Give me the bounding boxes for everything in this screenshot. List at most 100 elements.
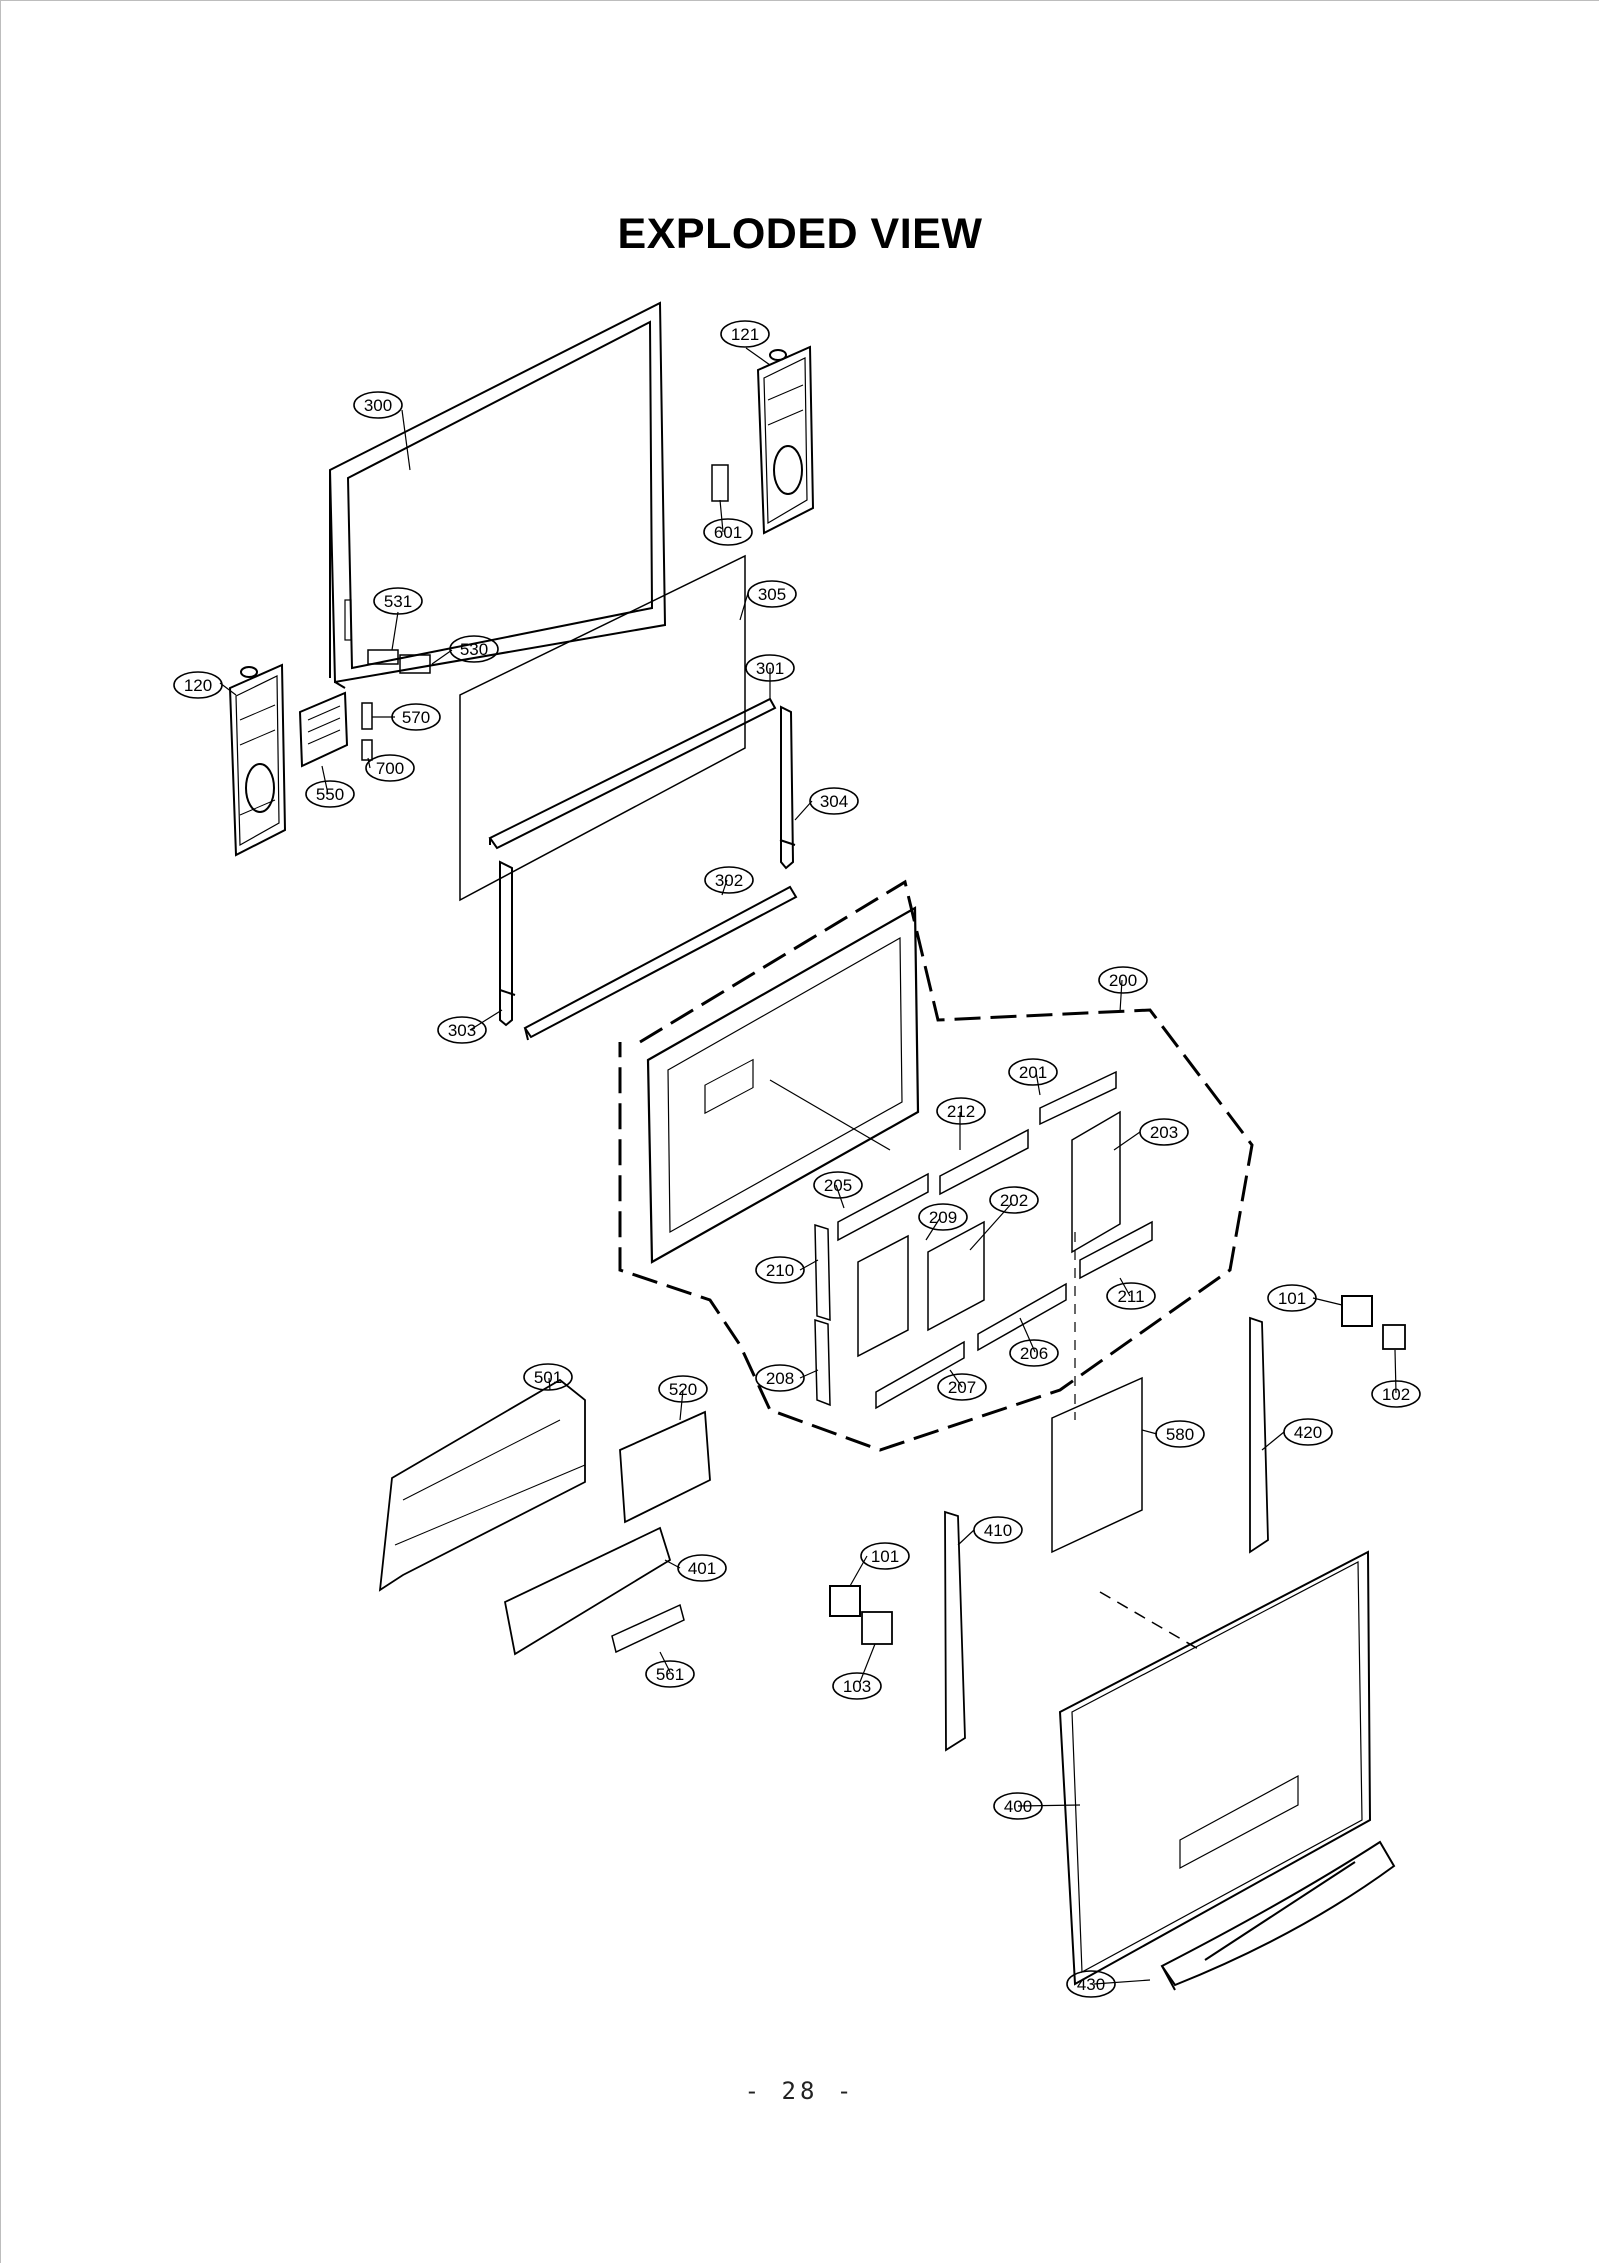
svg-text:430: 430 bbox=[1077, 1975, 1105, 1994]
callout-400: 400 bbox=[993, 1792, 1043, 1820]
callout-520: 520 bbox=[658, 1375, 708, 1403]
svg-text:101: 101 bbox=[871, 1547, 899, 1566]
part-430-stand bbox=[1160, 1840, 1396, 1991]
svg-text:305: 305 bbox=[758, 585, 786, 604]
callout-201: 201 bbox=[1008, 1058, 1058, 1086]
svg-text:561: 561 bbox=[656, 1665, 684, 1684]
part-303-left-holder bbox=[499, 860, 516, 1027]
svg-text:304: 304 bbox=[820, 792, 848, 811]
callout-430: 430 bbox=[1066, 1970, 1116, 1998]
svg-text:206: 206 bbox=[1020, 1344, 1048, 1363]
callout-570: 570 bbox=[391, 703, 441, 731]
svg-text:550: 550 bbox=[316, 785, 344, 804]
part-200-boards bbox=[814, 1070, 1153, 1410]
part-401-bracket bbox=[503, 1526, 672, 1656]
part-304-right-holder bbox=[779, 705, 796, 870]
part-302-bottom-holder bbox=[523, 885, 798, 1041]
callout-205: 205 bbox=[813, 1171, 863, 1199]
callout-200: 200 bbox=[1098, 966, 1148, 994]
svg-text:400: 400 bbox=[1004, 1797, 1032, 1816]
callout-203: 203 bbox=[1139, 1118, 1189, 1146]
svg-text:401: 401 bbox=[688, 1559, 716, 1578]
svg-text:120: 120 bbox=[184, 676, 212, 695]
callout-120: 120 bbox=[173, 671, 223, 699]
part-101-fan-top bbox=[1341, 1295, 1406, 1350]
svg-text:201: 201 bbox=[1019, 1063, 1047, 1082]
svg-text:303: 303 bbox=[448, 1021, 476, 1040]
part-520-board bbox=[619, 1410, 711, 1524]
part-410-bracket bbox=[944, 1510, 966, 1752]
callout-550: 550 bbox=[305, 780, 355, 808]
svg-text:300: 300 bbox=[364, 396, 392, 415]
callout-304: 304 bbox=[809, 787, 859, 815]
part-120-left-speaker bbox=[228, 663, 287, 857]
page-number: - 28 - bbox=[744, 2077, 856, 2105]
part-400-back-cover bbox=[1058, 1550, 1372, 1986]
svg-text:208: 208 bbox=[766, 1369, 794, 1388]
callout-303: 303 bbox=[437, 1016, 487, 1044]
svg-text:101: 101 bbox=[1278, 1289, 1306, 1308]
svg-text:205: 205 bbox=[824, 1176, 852, 1195]
svg-text:570: 570 bbox=[402, 708, 430, 727]
callout-561: 561 bbox=[645, 1660, 695, 1688]
svg-text:530: 530 bbox=[460, 640, 488, 659]
svg-text:501: 501 bbox=[534, 1368, 562, 1387]
svg-text:601: 601 bbox=[714, 523, 742, 542]
callout-580: 580 bbox=[1155, 1420, 1205, 1448]
svg-text:121: 121 bbox=[731, 325, 759, 344]
part-small-brackets bbox=[361, 464, 729, 761]
part-561-board bbox=[611, 1603, 685, 1654]
callout-208: 208 bbox=[755, 1364, 805, 1392]
callout-101-top: 101 bbox=[1267, 1284, 1317, 1312]
callout-101-bottom: 101 bbox=[860, 1542, 910, 1570]
callout-302: 302 bbox=[704, 866, 754, 894]
svg-text:209: 209 bbox=[929, 1208, 957, 1227]
part-550-grille bbox=[298, 691, 349, 768]
svg-text:203: 203 bbox=[1150, 1123, 1178, 1142]
callout-410: 410 bbox=[973, 1516, 1023, 1544]
callout-305: 305 bbox=[747, 580, 797, 608]
svg-text:301: 301 bbox=[756, 659, 784, 678]
svg-text:202: 202 bbox=[1000, 1191, 1028, 1210]
callout-300: 300 bbox=[353, 391, 403, 419]
svg-text:531: 531 bbox=[384, 592, 412, 611]
part-501-main-board bbox=[378, 1378, 586, 1592]
part-200-assembly-boundary bbox=[618, 879, 1254, 1452]
svg-text:700: 700 bbox=[376, 759, 404, 778]
callout-207: 207 bbox=[937, 1373, 987, 1401]
svg-text:207: 207 bbox=[948, 1378, 976, 1397]
callout-212: 212 bbox=[936, 1097, 986, 1125]
callouts: 121 300 601 531 305 530 120 301 570 700 … bbox=[173, 320, 1421, 1998]
svg-text:302: 302 bbox=[715, 871, 743, 890]
callout-401: 401 bbox=[677, 1554, 727, 1582]
leader-lines bbox=[219, 347, 1397, 1985]
part-580-board bbox=[1051, 1232, 1143, 1554]
callout-202: 202 bbox=[989, 1186, 1039, 1214]
callout-501: 501 bbox=[523, 1363, 573, 1391]
callout-601: 601 bbox=[703, 518, 753, 546]
callout-102: 102 bbox=[1371, 1380, 1421, 1408]
svg-text:200: 200 bbox=[1109, 971, 1137, 990]
svg-text:410: 410 bbox=[984, 1521, 1012, 1540]
callout-531: 531 bbox=[373, 587, 423, 615]
part-200-chassis-frame bbox=[646, 906, 920, 1264]
page-title: EXPLODED VIEW bbox=[617, 210, 983, 258]
callout-121: 121 bbox=[720, 320, 770, 348]
callout-103: 103 bbox=[832, 1672, 882, 1700]
callout-210: 210 bbox=[755, 1256, 805, 1284]
part-301-top-holder bbox=[488, 697, 777, 850]
callout-209: 209 bbox=[918, 1203, 968, 1231]
part-420-bracket bbox=[1249, 1316, 1269, 1554]
svg-text:420: 420 bbox=[1294, 1423, 1322, 1442]
callout-301: 301 bbox=[745, 654, 795, 682]
callout-211: 211 bbox=[1106, 1282, 1156, 1310]
callout-530: 530 bbox=[449, 635, 499, 663]
svg-text:103: 103 bbox=[843, 1677, 871, 1696]
svg-text:580: 580 bbox=[1166, 1425, 1194, 1444]
svg-text:211: 211 bbox=[1117, 1287, 1144, 1306]
svg-text:212: 212 bbox=[947, 1102, 975, 1121]
callout-206: 206 bbox=[1009, 1339, 1059, 1367]
callout-700: 700 bbox=[365, 754, 415, 782]
